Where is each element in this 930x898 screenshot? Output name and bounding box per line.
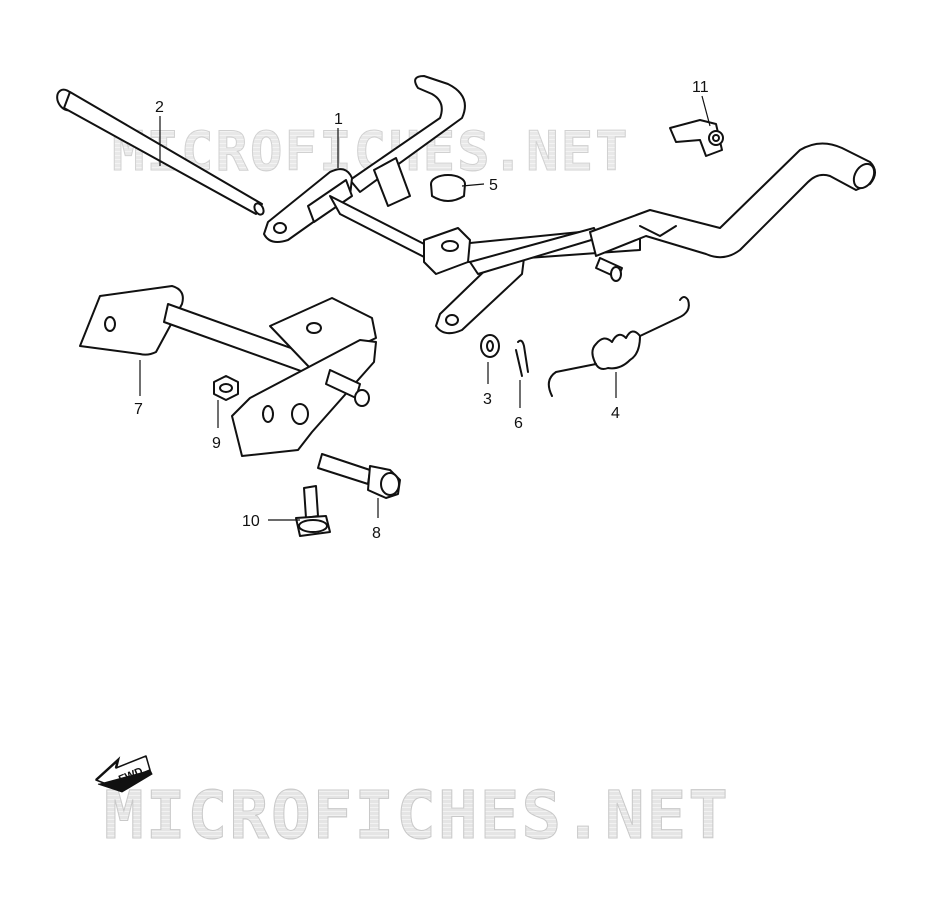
part-3-washer: [480, 334, 500, 358]
callout-10: 10: [242, 513, 260, 530]
leader-lines: [139, 95, 711, 521]
part-11-clip-bracket: [669, 119, 724, 157]
part-6-cotter-pin: [515, 339, 529, 377]
part-5-rubber-cap: [430, 174, 466, 202]
part-1-stand-frame: [263, 75, 876, 335]
callout-9: 9: [212, 435, 221, 452]
callout-labels: 1 2 3 4 5 6 7 8 9 10 11: [134, 79, 709, 542]
callout-2: 2: [155, 99, 164, 116]
callout-7: 7: [134, 401, 143, 418]
callout-5: 5: [489, 177, 498, 194]
part-4-spring: [547, 296, 690, 397]
part-10-flange-bolt: [295, 485, 331, 537]
callout-6: 6: [514, 415, 523, 432]
callout-8: 8: [372, 525, 381, 542]
part-7-stand-bracket: [79, 285, 377, 457]
callout-11: 11: [692, 79, 709, 96]
part-2-pivot-rod: [56, 88, 265, 216]
watermark-bottom: MICROFICHES.NET: [104, 777, 730, 854]
callout-1: 1: [334, 111, 343, 128]
part-8-bolt: [317, 453, 401, 499]
part-9-nut: [213, 375, 239, 401]
callout-4: 4: [611, 405, 620, 422]
callout-3: 3: [483, 391, 492, 408]
fwd-arrow-icon: FWD: [95, 755, 153, 793]
